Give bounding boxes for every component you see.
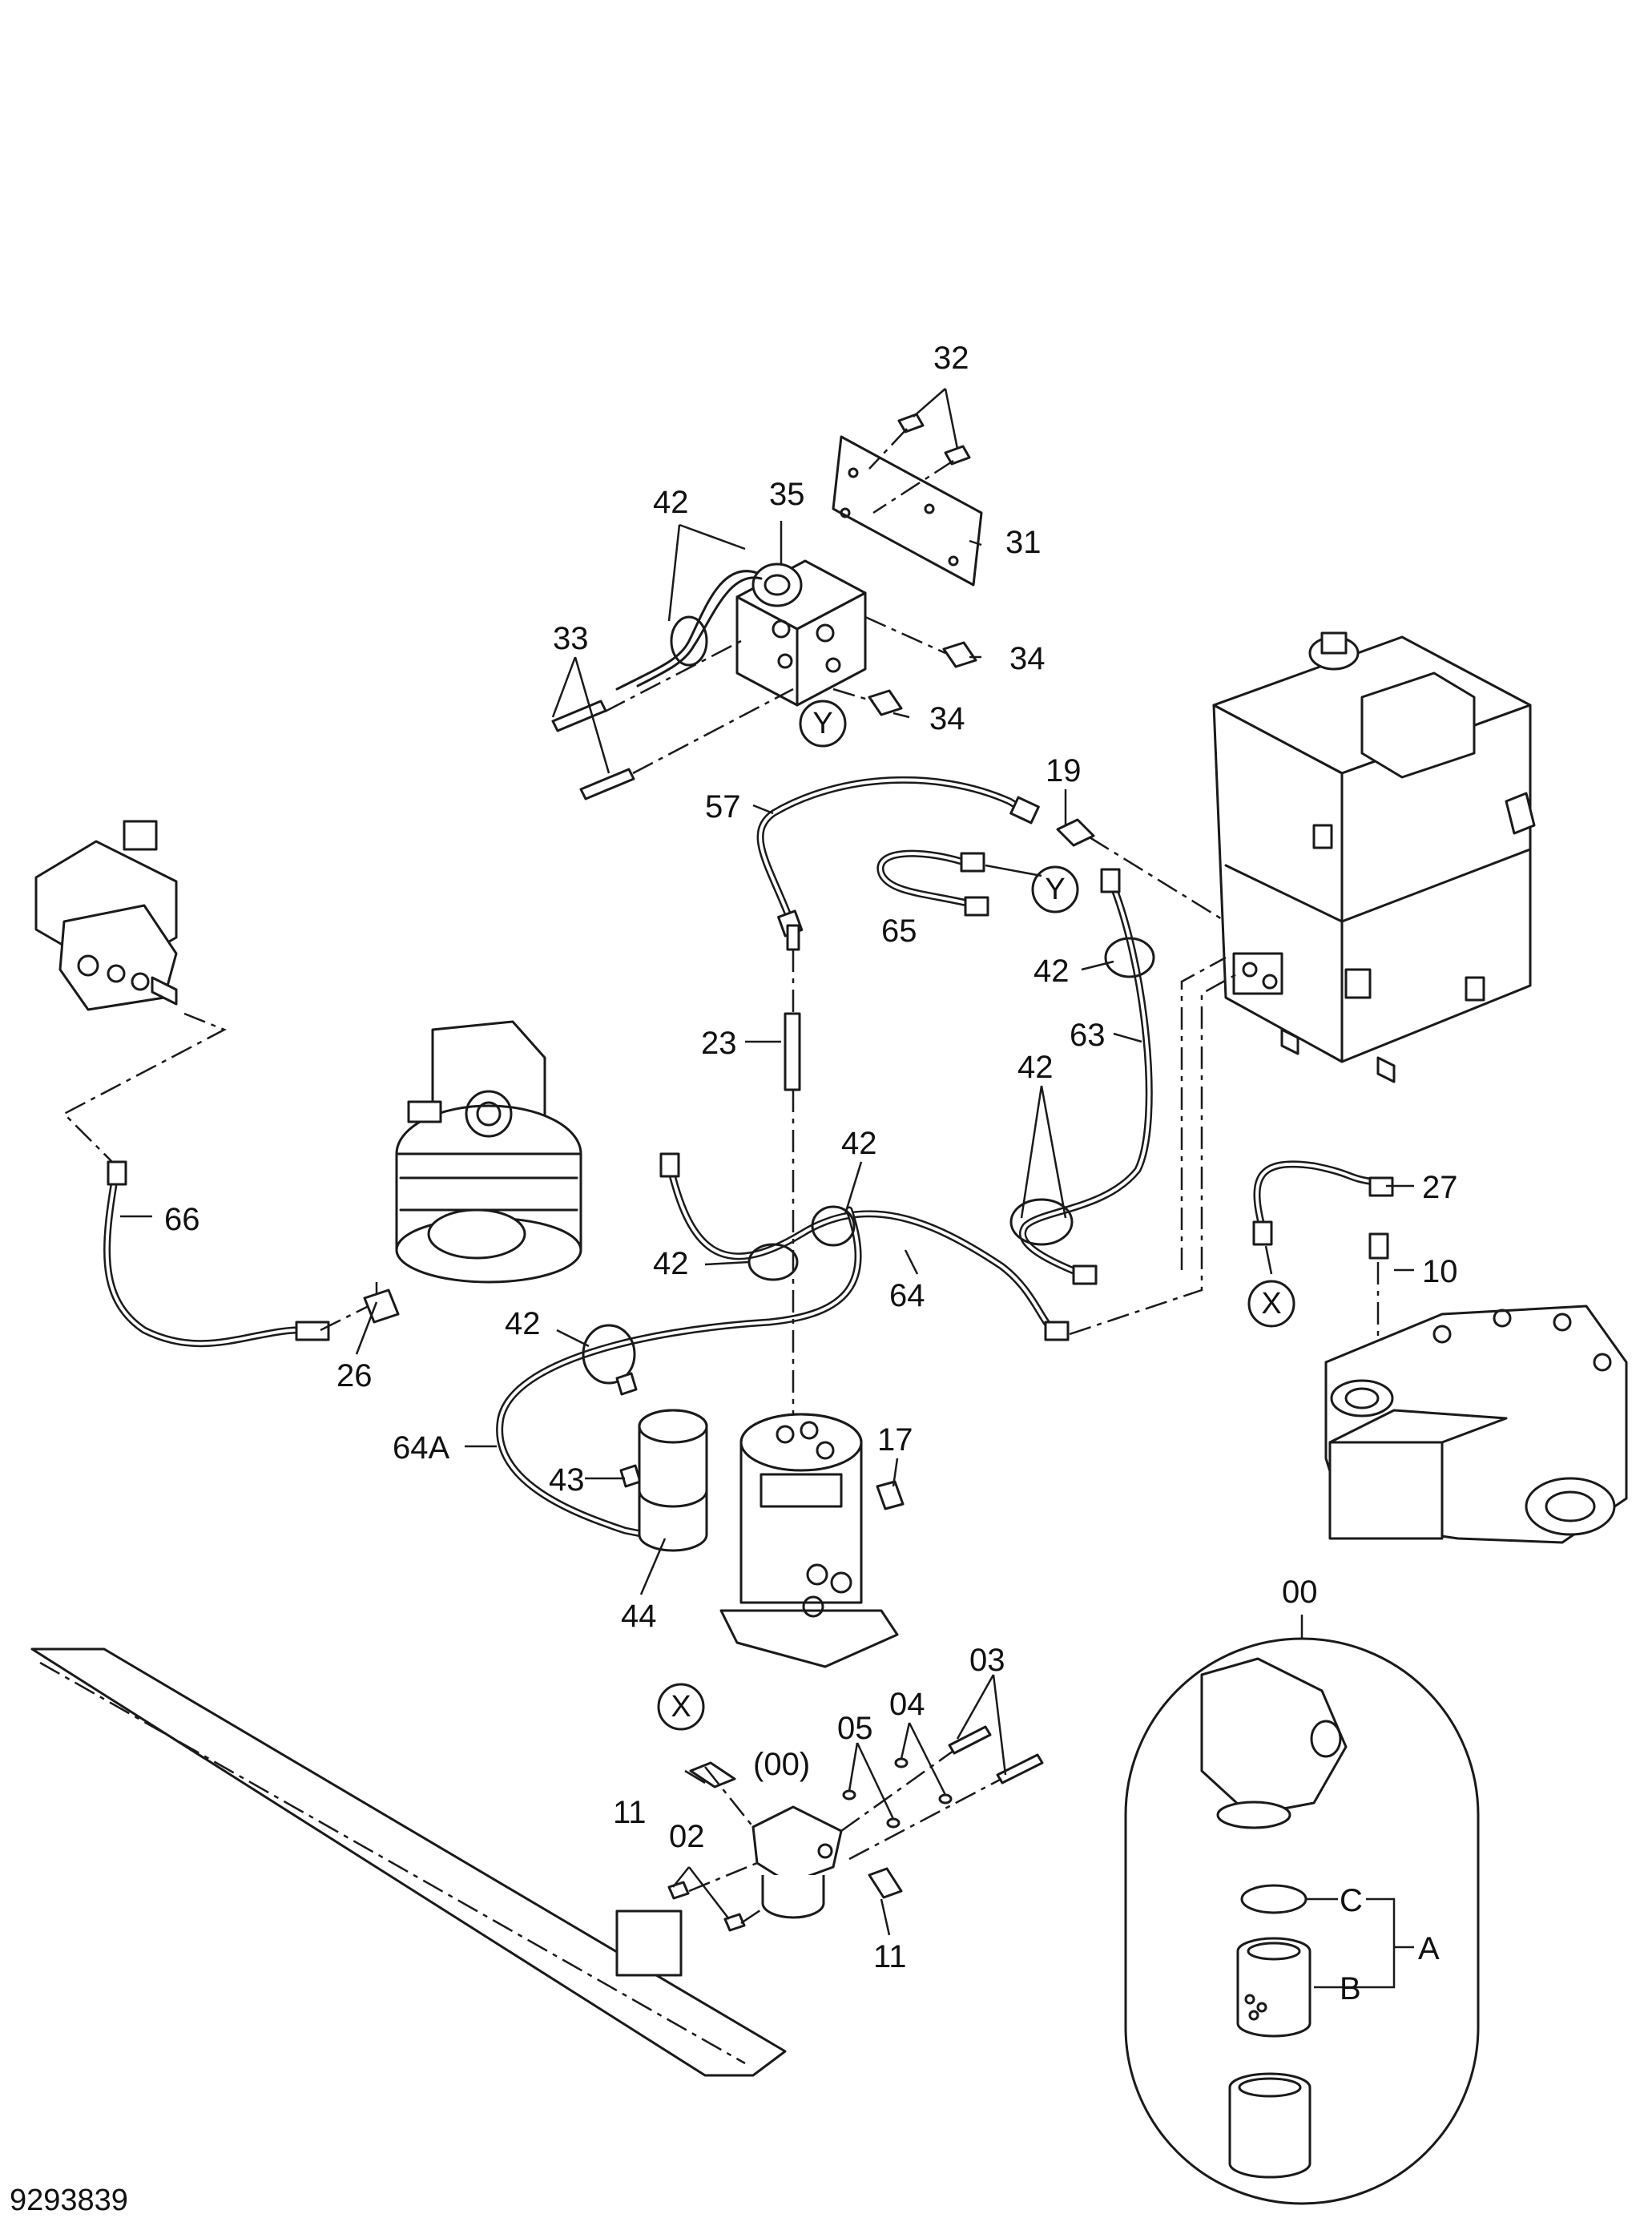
washer-04 (894, 1757, 953, 1805)
plate-bolt (897, 413, 971, 466)
adapter-fitting (868, 641, 977, 716)
callout-42: 42 (841, 1126, 877, 1161)
callout-35: 35 (769, 477, 805, 512)
callout-19: 19 (1046, 753, 1082, 788)
detail-oring (1240, 1884, 1307, 1914)
callout-64: 64 (889, 1278, 925, 1313)
callout-04: 04 (889, 1687, 925, 1722)
callout-66: 66 (164, 1202, 200, 1237)
hose-57 (756, 776, 1034, 921)
callout-42: 42 (653, 1246, 689, 1281)
elbow-17 (876, 1480, 905, 1510)
detail-sleeve (1236, 1937, 1312, 2038)
valve-body-00 (751, 1805, 843, 1919)
view-marker-x-label: X (671, 1690, 691, 1724)
callout-34: 34 (929, 701, 965, 736)
hose-fittings (107, 796, 1394, 1341)
callout-23: 23 (701, 1026, 737, 1061)
detail-filter-cup (1228, 2072, 1312, 2179)
elbow-11 (689, 1761, 903, 1899)
callout-02: 02 (669, 1819, 705, 1854)
solenoid-valve (735, 559, 867, 707)
hose-27 (1253, 1160, 1378, 1230)
callout-03: 03 (969, 1643, 1005, 1678)
wiring-harness (615, 570, 763, 691)
callout-00: 00 (1282, 1575, 1318, 1610)
hose-64 (665, 1158, 1058, 1334)
leader-lines (120, 388, 1414, 1936)
callout-26: 26 (336, 1358, 373, 1393)
hose-64a (496, 1206, 862, 1542)
callout-32: 32 (933, 341, 969, 376)
swing-motor (395, 1020, 582, 1284)
view-marker-y (799, 700, 1079, 913)
callout-64a: 64A (393, 1430, 449, 1466)
hydraulic-tank (1212, 631, 1536, 1083)
callout-33: 33 (553, 621, 589, 656)
callout-10: 10 (1422, 1254, 1458, 1289)
center-joint (719, 1413, 899, 1668)
callout-42: 42 (653, 485, 689, 520)
callout-31: 31 (1005, 525, 1042, 560)
callout-57: 57 (705, 789, 741, 825)
hose-65 (876, 849, 981, 909)
view-marker-y-label: Y (812, 707, 832, 740)
protective-boot (638, 1409, 708, 1552)
view-marker-x-label: X (1261, 1287, 1281, 1321)
view-marker-y-label: Y (1045, 873, 1065, 906)
callout-c: C (1340, 1883, 1363, 1918)
callout-11: 11 (873, 1939, 907, 1974)
hose-66 (103, 1166, 316, 1348)
callout-05: 05 (837, 1711, 873, 1746)
cable-clamp (615, 1372, 642, 1488)
callout-27: 27 (1422, 1170, 1458, 1205)
callout-34: 34 (1009, 641, 1046, 676)
mounting-plate (832, 435, 983, 587)
callout-42: 42 (1017, 1050, 1054, 1085)
callout-42: 42 (505, 1306, 541, 1341)
pump-assembly (34, 820, 178, 1011)
callout-43: 43 (549, 1462, 585, 1498)
tee-fitting (1056, 818, 1095, 847)
callout-00-paren: (00) (753, 1747, 810, 1782)
callout-65: 65 (881, 913, 917, 949)
view-marker-x (657, 1280, 1295, 1731)
callout-63: 63 (1070, 1018, 1106, 1053)
callout-42: 42 (1034, 954, 1070, 989)
callout-17: 17 (877, 1422, 913, 1458)
connector-fitting (784, 924, 801, 1091)
bolt-03 (948, 1725, 1044, 1784)
detail-valve-body (1200, 1657, 1348, 1829)
callout-b: B (1340, 1971, 1361, 2006)
travel-motor (1324, 1305, 1628, 1544)
callout-11: 11 (613, 1795, 647, 1830)
callout-a: A (1418, 1931, 1440, 1966)
frame-beam (30, 1647, 787, 2077)
drawing-number: 9293839 (10, 2184, 128, 2217)
callout-44: 44 (621, 1599, 657, 1634)
